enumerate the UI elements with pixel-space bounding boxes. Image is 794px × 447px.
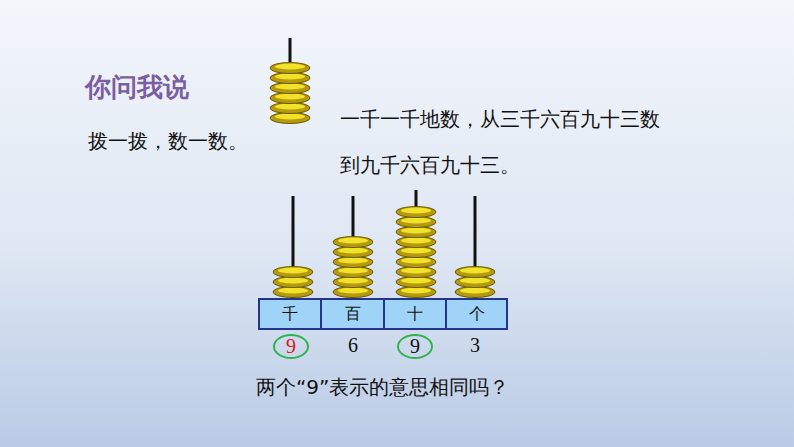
bead bbox=[396, 237, 436, 248]
bead bbox=[455, 277, 495, 288]
bead bbox=[270, 93, 310, 104]
bead-highlight bbox=[460, 278, 490, 284]
digit: 9 bbox=[286, 335, 296, 358]
bead-highlight bbox=[278, 288, 308, 294]
bead-highlight bbox=[401, 248, 431, 254]
bead-highlight bbox=[338, 288, 368, 294]
bead bbox=[396, 227, 436, 238]
place-name: 百 bbox=[345, 304, 361, 325]
question-text: 两个“9”表示的意思相同吗？ bbox=[256, 374, 509, 401]
place-name: 十 bbox=[407, 304, 423, 325]
abacus-beads bbox=[270, 63, 495, 298]
bead-highlight bbox=[338, 258, 368, 264]
bead-highlight bbox=[275, 84, 305, 90]
bead-highlight bbox=[275, 94, 305, 100]
bead-highlight bbox=[275, 64, 305, 70]
bead-highlight bbox=[278, 268, 308, 274]
place-name: 个 bbox=[469, 304, 485, 325]
instruction-text: 拨一拨，数一数。 bbox=[88, 128, 248, 155]
bead-highlight bbox=[278, 278, 308, 284]
bead bbox=[333, 237, 373, 248]
bead-highlight bbox=[275, 74, 305, 80]
bead-highlight bbox=[401, 208, 431, 214]
slide-title: 你问我说 bbox=[85, 70, 189, 105]
bead bbox=[396, 207, 436, 218]
bead bbox=[396, 287, 436, 298]
bead bbox=[396, 257, 436, 268]
bead bbox=[273, 287, 313, 298]
bead-highlight bbox=[275, 104, 305, 110]
place-value-cell: 个 bbox=[445, 298, 508, 330]
digit: 6 bbox=[348, 334, 358, 357]
bead-highlight bbox=[338, 268, 368, 274]
bead bbox=[273, 267, 313, 278]
digit: 9 bbox=[410, 335, 420, 358]
bead bbox=[396, 267, 436, 278]
digit: 3 bbox=[470, 334, 480, 357]
bead bbox=[396, 217, 436, 228]
bead-highlight bbox=[401, 268, 431, 274]
bead bbox=[333, 277, 373, 288]
bead bbox=[396, 277, 436, 288]
counting-task-text: 一千一千地数，从三千六百九十三数 到九千六百九十三。 bbox=[340, 96, 760, 188]
bead bbox=[455, 287, 495, 298]
bead-highlight bbox=[338, 238, 368, 244]
place-value-cell: 百 bbox=[320, 298, 385, 330]
bead-highlight bbox=[401, 258, 431, 264]
place-name: 千 bbox=[282, 304, 298, 325]
bead bbox=[455, 267, 495, 278]
bead bbox=[270, 63, 310, 74]
bead bbox=[270, 83, 310, 94]
bead-highlight bbox=[401, 218, 431, 224]
bead-highlight bbox=[401, 238, 431, 244]
place-value-cell: 千 bbox=[258, 298, 322, 330]
bead bbox=[333, 257, 373, 268]
bead bbox=[270, 73, 310, 84]
bead-highlight bbox=[401, 278, 431, 284]
bead-highlight bbox=[460, 288, 490, 294]
bead-highlight bbox=[338, 248, 368, 254]
bead-highlight bbox=[275, 114, 305, 120]
place-value-cell: 十 bbox=[383, 298, 447, 330]
bead bbox=[333, 287, 373, 298]
bead-highlight bbox=[338, 278, 368, 284]
bead bbox=[333, 247, 373, 258]
circled-digit: 9 bbox=[397, 334, 433, 359]
bead bbox=[396, 247, 436, 258]
bead bbox=[270, 103, 310, 114]
bead-highlight bbox=[401, 228, 431, 234]
circled-digit: 9 bbox=[273, 334, 309, 359]
bead bbox=[273, 277, 313, 288]
bead bbox=[333, 267, 373, 278]
bead bbox=[270, 113, 310, 124]
bead-highlight bbox=[401, 288, 431, 294]
bead-highlight bbox=[460, 268, 490, 274]
